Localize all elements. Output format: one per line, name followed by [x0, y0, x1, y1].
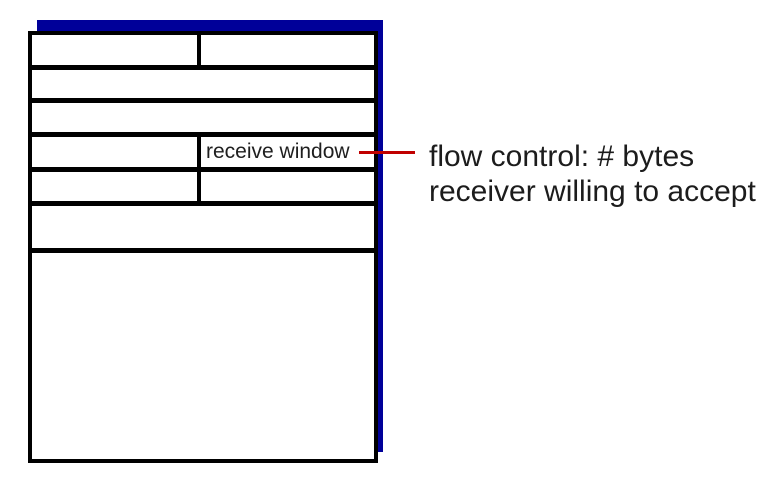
annotation-line-2: receiver willing to accept [429, 175, 756, 208]
segment-row-5 [32, 172, 374, 206]
segment-row-1 [32, 35, 374, 70]
segment-cell-4-left [32, 137, 201, 167]
annotation-line-1: flow control: # bytes [429, 140, 695, 173]
segment-body-area [32, 253, 374, 459]
segment-row-4: receive window [32, 137, 374, 172]
segment-table: receive window [28, 31, 378, 463]
segment-row-6 [32, 206, 374, 253]
segment-cell-5-right [201, 172, 374, 201]
segment-row-3 [32, 103, 374, 137]
callout-connector-line [359, 151, 415, 154]
segment-cell-1-right [201, 35, 374, 65]
segment-cell-5-left [32, 172, 201, 201]
receive-window-label: receive window [206, 140, 350, 163]
flow-control-annotation: flow control: # bytes receiver willing t… [429, 139, 756, 209]
segment-cell-1-left [32, 35, 201, 65]
segment-cell-4-right: receive window [201, 137, 374, 167]
segment-row-2 [32, 70, 374, 103]
